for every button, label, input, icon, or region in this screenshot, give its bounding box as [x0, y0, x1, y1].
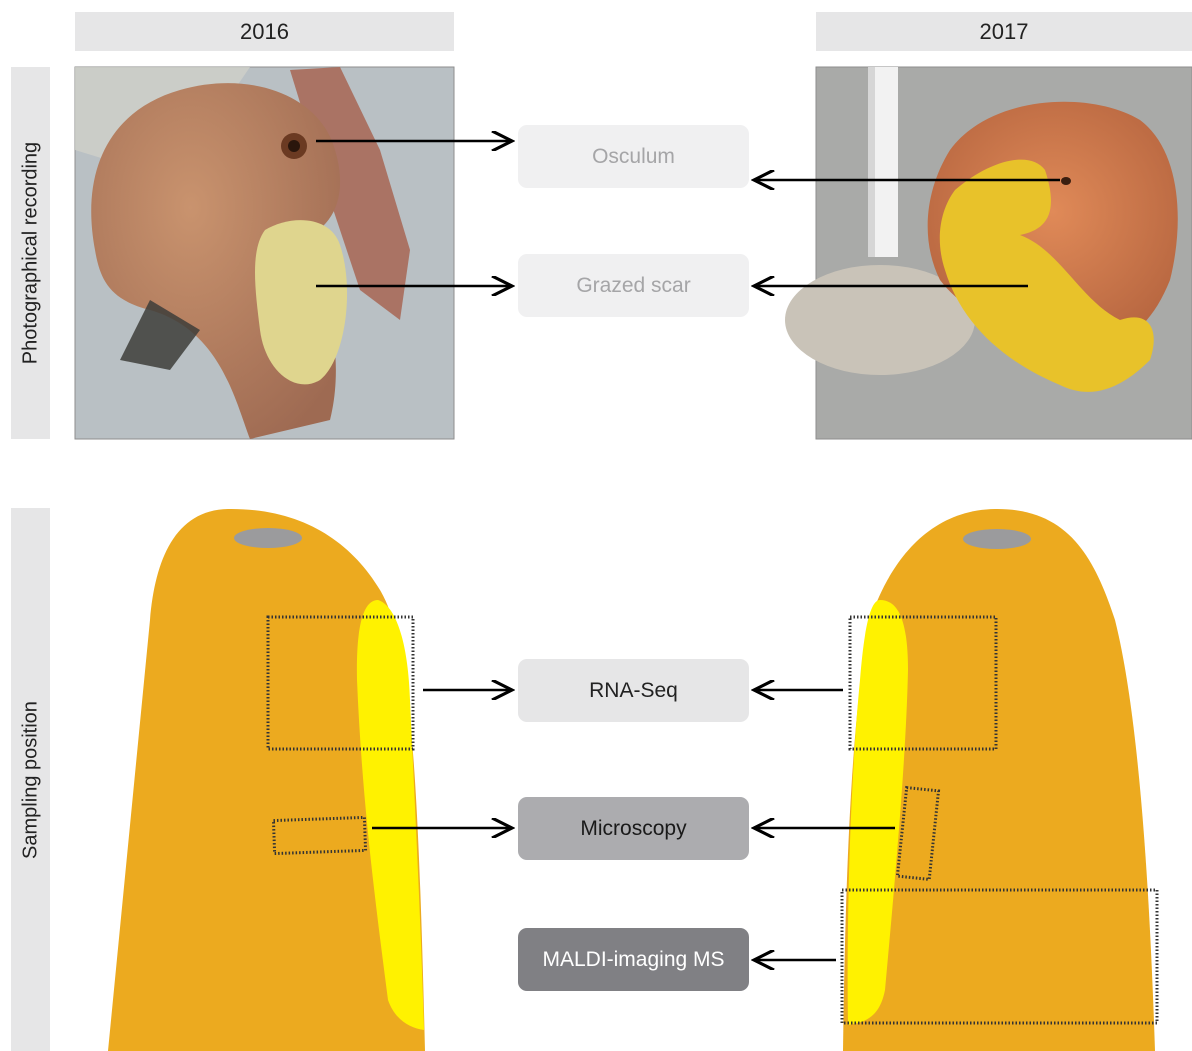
label-grazed-scar: Grazed scar — [518, 254, 749, 317]
label-osculum: Osculum — [518, 125, 749, 188]
photo-2017 — [785, 67, 1192, 439]
label-maldi: MALDI-imaging MS — [518, 928, 749, 991]
sponge-schematic-2017 — [842, 509, 1157, 1051]
label-rna-seq: RNA-Seq — [518, 659, 749, 722]
sponge-schematic-2016 — [108, 509, 425, 1051]
photo-2016 — [75, 67, 454, 439]
label-microscopy: Microscopy — [518, 797, 749, 860]
osculum-shape-2017 — [963, 529, 1031, 549]
osculum-shape-2016 — [234, 528, 302, 548]
